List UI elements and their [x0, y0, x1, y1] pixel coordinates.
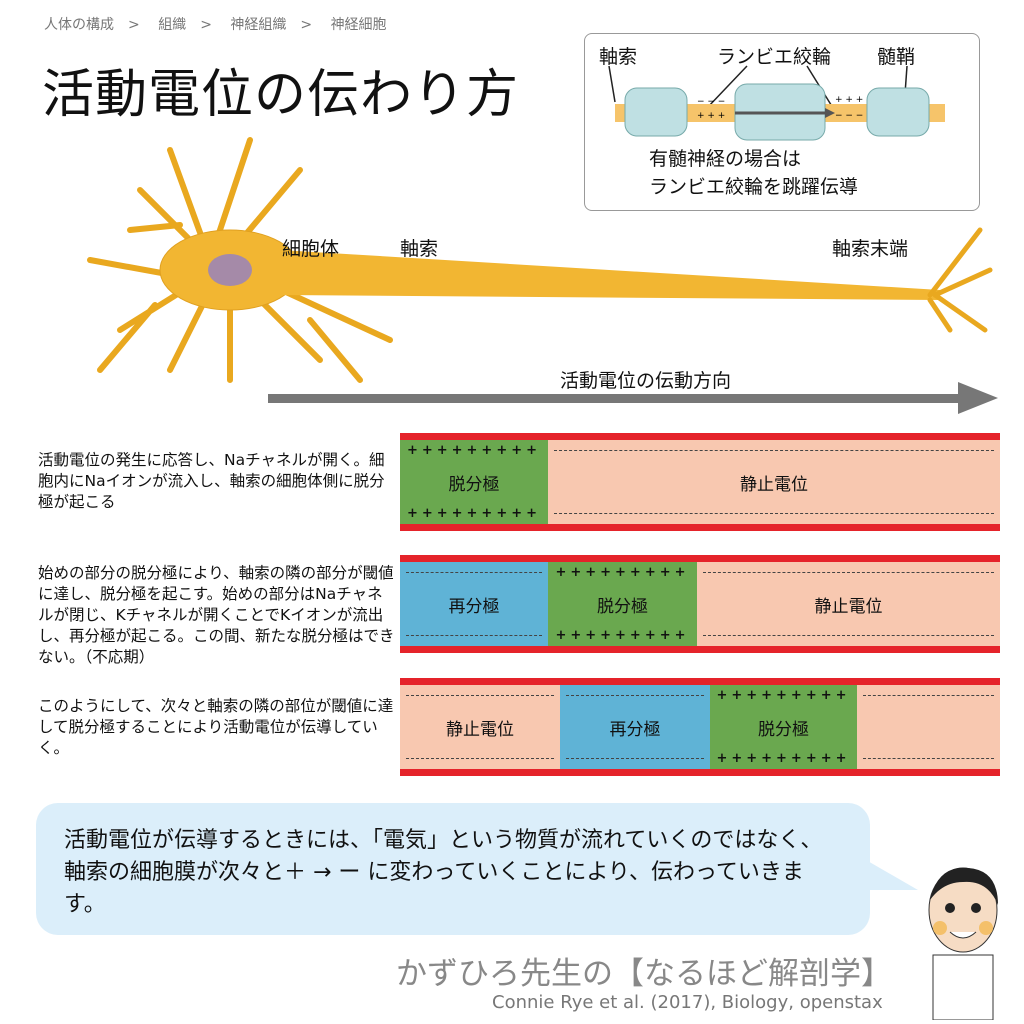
inset-caption-2: ランビエ絞輪を跳躍伝導 — [649, 176, 859, 198]
label-axon: 軸索 — [400, 238, 439, 260]
svg-text:− − −: − − − — [835, 111, 863, 121]
axon-bar-step-1: +++++++++脱分極+++++++++ 静止電位 — [400, 433, 1000, 531]
breadcrumb-item[interactable]: 神経細胞 — [330, 17, 387, 33]
segment-label: 脱分極 — [448, 474, 500, 495]
label-soma: 細胞体 — [282, 238, 340, 260]
breadcrumb: 人体の構成 > 組織 > 神経組織 > 神経細胞 — [44, 14, 401, 34]
breadcrumb-separator: > — [128, 17, 140, 33]
segment-label: 静止電位 — [740, 474, 808, 495]
breadcrumb-item[interactable]: 組織 — [158, 17, 187, 33]
credit-text: Connie Rye et al. (2017), Biology, opens… — [492, 992, 883, 1013]
page-title: 活動電位の伝わり方 — [42, 65, 520, 125]
label-axon-terminal: 軸索末端 — [832, 238, 909, 260]
segment-label: 再分極 — [609, 719, 661, 740]
direction-arrow-icon — [268, 382, 998, 414]
step-1-text: 活動電位の発生に応答し、Naチャネルが開く。細胞内にNaイオンが流入し、軸索の細… — [38, 451, 385, 511]
myelinated-axon-icon: − − − + + + + + + − − − — [608, 65, 945, 141]
svg-text:+ + +: + + + — [697, 111, 725, 121]
direction-label: 活動電位の伝動方向 — [560, 370, 732, 392]
myelinated-inset: 軸索 ランビエ絞輪 髄鞘 − − − + + + + + + − − − 有髄神経の… — [584, 33, 980, 211]
inset-label-node: ランビエ絞輪 — [717, 46, 832, 68]
breadcrumb-item[interactable]: 神経組織 — [230, 17, 287, 33]
segment-resting: 静止電位 — [697, 562, 1000, 646]
segment-resting: 静止電位 — [400, 685, 560, 769]
inset-label-axon: 軸索 — [599, 46, 638, 68]
segment-depolarized: +++++++++脱分極+++++++++ — [400, 440, 548, 524]
step-3-text: このようにして、次々と軸索の隣の部位が閾値に達して脱分極することにより活動電位が… — [38, 697, 394, 757]
speech-bubble: 活動電位が伝導するときには、「電気」という物質が流れていくのではなく、軸索の細胞… — [36, 803, 870, 935]
segment-resting: 静止電位 — [548, 440, 1000, 524]
inset-label-myelin: 髄鞘 — [877, 46, 916, 68]
segment-repolarized: 再分極 — [560, 685, 710, 769]
segment-depolarized: +++++++++脱分極+++++++++ — [710, 685, 857, 769]
segment-repolarized: 再分極 — [400, 562, 548, 646]
segment-label: 脱分極 — [758, 719, 809, 740]
breadcrumb-item[interactable]: 人体の構成 — [44, 17, 114, 33]
segment-label: 再分極 — [448, 596, 500, 617]
segment-label: 静止電位 — [446, 719, 514, 740]
segment-resting — [857, 685, 1000, 769]
svg-text:− − −: − − − — [697, 97, 725, 107]
breadcrumb-separator: > — [300, 17, 313, 33]
segment-depolarized: +++++++++脱分極+++++++++ — [548, 562, 697, 646]
bubble-tail-icon — [866, 860, 918, 890]
teacher-avatar-icon — [928, 867, 998, 1020]
segment-label: 脱分極 — [597, 596, 648, 617]
axon-bar-step-2: 再分極 +++++++++脱分極+++++++++ 静止電位 — [400, 555, 1000, 653]
brand-title: かずひろ先生の【なるほど解剖学】 — [396, 956, 892, 992]
breadcrumb-separator: > — [200, 17, 212, 33]
step-2-text: 始めの部分の脱分極により、軸索の隣の部分が閾値に達し、脱分極を起こす。始めの部分… — [38, 564, 395, 666]
svg-text:+ + +: + + + — [835, 95, 863, 105]
inset-caption-1: 有髄神経の場合は — [649, 148, 802, 170]
segment-label: 静止電位 — [814, 596, 883, 617]
neuron-illustration — [87, 137, 993, 383]
axon-bar-step-3: 静止電位 再分極 +++++++++脱分極+++++++++ — [400, 678, 1000, 776]
